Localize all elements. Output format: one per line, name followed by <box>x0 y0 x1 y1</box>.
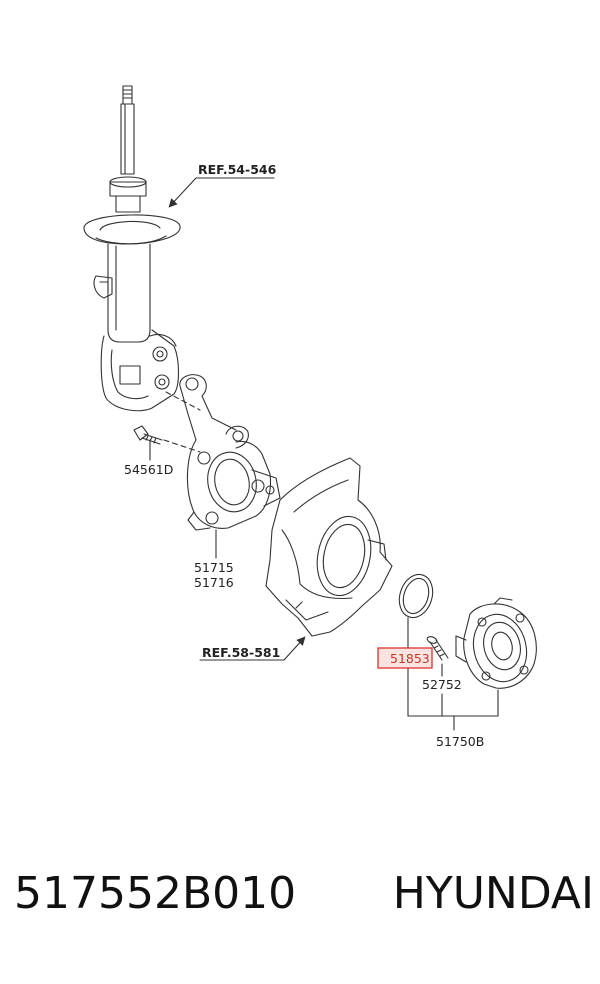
ref-bottom-leader <box>199 636 306 661</box>
label-ref-bottom: REF.58-581 <box>202 645 280 660</box>
ref-top-leader <box>168 177 275 208</box>
highlight-box <box>377 647 433 669</box>
hub-bolt <box>426 636 449 661</box>
label-hub-assembly: 51750B <box>436 734 484 749</box>
label-knuckle-2: 51716 <box>194 575 234 590</box>
strut-assembly <box>83 85 181 412</box>
snap-ring <box>398 573 434 619</box>
bolt-54561d <box>133 425 163 461</box>
label-knuckle-1: 51715 <box>194 560 234 575</box>
part-number: 517552B010 <box>14 868 297 919</box>
steering-knuckle <box>179 374 281 531</box>
hub-group-leaders <box>407 617 499 731</box>
label-bolt: 54561D <box>124 462 173 477</box>
brand-name: HYUNDAI <box>392 868 594 919</box>
caption: 517552B010 HYUNDAI <box>14 872 594 916</box>
wheel-hub <box>455 597 537 689</box>
label-snap-ring: 51853 <box>390 651 430 666</box>
dust-shield <box>265 457 393 637</box>
label-ref-top: REF.54-546 <box>198 162 277 177</box>
label-hub-bolt: 52752 <box>422 677 462 692</box>
center-lines <box>163 391 201 453</box>
